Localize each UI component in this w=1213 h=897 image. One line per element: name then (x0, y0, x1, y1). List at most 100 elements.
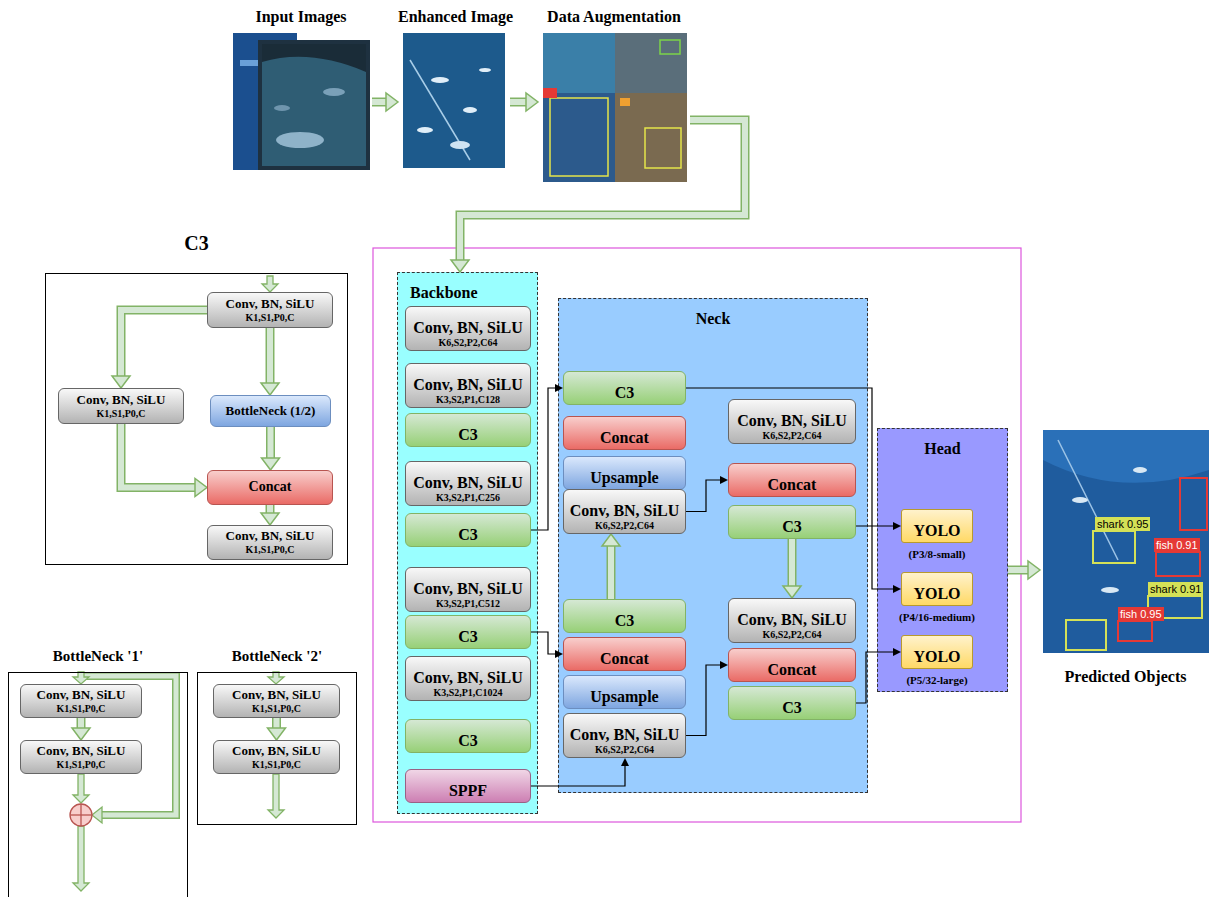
box-label: Concat (600, 639, 649, 668)
box-label: C3 (458, 415, 478, 444)
flow-arrow (72, 718, 90, 740)
module-box: C3 (563, 371, 686, 405)
box-params: K1,S1,P0,C (252, 703, 301, 715)
flow-arrow (261, 505, 279, 525)
module-box: C3 (405, 615, 531, 649)
box-label: Conv, BN, SiLU (77, 393, 166, 408)
link-arrow (531, 384, 563, 530)
module-box: C3 (728, 686, 856, 720)
box-label: YOLO (913, 511, 960, 540)
layer-box: Conv, BN, SiLUK6,S2,P2,C64 (728, 399, 856, 444)
augmented-mosaic (543, 33, 687, 182)
merge-box: Concat (207, 470, 333, 505)
box-params: K6,S2,P2,C64 (595, 520, 654, 532)
flow-arrow (510, 93, 538, 111)
box-params: K1,S1,P0,C (245, 544, 294, 556)
link-arrow (856, 522, 901, 530)
merge-box: Concat (728, 463, 856, 497)
layer-box: Conv, BN, SiLUK6,S2,P2,C64 (405, 306, 531, 351)
box-label: Conv, BN, SiLU (737, 600, 846, 629)
box-params: K6,S2,P2,C64 (762, 629, 821, 641)
box-label: Conv, BN, SiLU (232, 688, 321, 703)
box-label: C3 (458, 721, 478, 750)
box-label: Conv, BN, SiLU (570, 491, 679, 520)
box-label: Conv, BN, SiLU (413, 308, 522, 337)
stage-panel: C3ConcatUpsampleConv, BN, SiLUK6,S2,P2,C… (558, 298, 868, 793)
panel-title: Backbone (398, 273, 537, 302)
box-label: Upsample (590, 458, 658, 487)
add-junction (70, 804, 92, 826)
layer-box: Conv, BN, SiLUK3,S2,P1,C128 (405, 363, 531, 408)
flow-arrow (262, 427, 280, 470)
box-label: C3 (458, 617, 478, 646)
module-panel: Conv, BN, SiLUK1,S1,P0,CConv, BN, SiLUK1… (8, 648, 188, 897)
module-panel: Conv, BN, SiLUK1,S1,P0,CConv, BN, SiLUK1… (197, 648, 357, 825)
module-box: C3 (405, 413, 531, 447)
box-label: YOLO (913, 637, 960, 666)
resize-box: Upsample (563, 675, 686, 709)
panel-title: Predicted Objects (1040, 668, 1211, 686)
panel-title: Data Augmentation (538, 8, 690, 26)
layer-box: Conv, BN, SiLUK1,S1,P0,C (207, 292, 333, 328)
model-frame (373, 248, 1021, 822)
box-params: K1,S1,P0,C (252, 759, 301, 771)
panel-title: Neck (559, 299, 867, 328)
layer-box: Conv, BN, SiLUK6,S2,P2,C64 (728, 598, 856, 643)
box-label: Concat (768, 465, 817, 494)
box-label: Concat (600, 418, 649, 447)
box-label: Concat (768, 650, 817, 679)
module-box: BottleNeck (1/2) (210, 395, 331, 427)
module-box: C3 (405, 513, 531, 547)
module-box: C3 (405, 719, 531, 753)
flow-arrow (1008, 561, 1040, 579)
module-box: C3 (563, 599, 686, 633)
box-params: K6,S2,P2,C64 (595, 744, 654, 756)
box-label: YOLO (913, 574, 960, 603)
layer-box: Conv, BN, SiLUK1,S1,P0,C (207, 525, 333, 560)
box-params: K6,S2,P2,C64 (438, 337, 497, 349)
layer-box: Conv, BN, SiLUK1,S1,P0,C (20, 740, 142, 774)
box-label: Conv, BN, SiLU (413, 365, 522, 394)
detection-tag: shark 0.95 (1095, 517, 1150, 531)
detection-tag: fish 0.95 (1118, 607, 1164, 621)
input-photo (233, 33, 370, 170)
box-label: Conv, BN, SiLU (37, 744, 126, 759)
detection-tag: shark 0.91 (1148, 582, 1203, 596)
image-panel: Predicted Objects (1040, 428, 1211, 686)
box-label: SPPF (449, 771, 487, 800)
layer-box: Conv, BN, SiLUK3,S2,P1,C1024 (405, 656, 531, 701)
enhanced-photo (403, 33, 505, 168)
panel-title: BottleNeck '1' (8, 648, 188, 665)
flow-arrow (112, 310, 207, 388)
resize-box: Upsample (563, 456, 686, 490)
box-label: Conv, BN, SiLU (413, 658, 522, 687)
flow-arrow (602, 534, 620, 599)
flow-arrow (372, 93, 398, 111)
box-params: K1,S1,P0,C (56, 703, 105, 715)
detection-photo (1043, 430, 1209, 653)
panel-title: Input Images (230, 8, 372, 26)
layer-box: Conv, BN, SiLUK3,S2,P1,C512 (405, 567, 531, 612)
module-box: C3 (728, 505, 856, 539)
link-arrow (686, 661, 728, 736)
box-params: K6,S2,P2,C64 (762, 430, 821, 442)
merge-box: Concat (728, 648, 856, 682)
layer-box: Conv, BN, SiLUK6,S2,P2,C64 (563, 489, 686, 534)
flow-arrow (783, 539, 801, 598)
box-label: Conv, BN, SiLU (226, 297, 315, 312)
layer-box: Conv, BN, SiLUK1,S1,P0,C (20, 684, 142, 718)
stage-panel: YOLO(P3/8-small)YOLO(P4/16-medium)YOLO(P… (877, 428, 1008, 692)
box-params: K1,S1,P0,C (245, 312, 294, 324)
panel-title: C3 (45, 232, 348, 255)
image-panel: Input Images (230, 8, 372, 171)
flow-arrow (261, 328, 279, 395)
scale-caption: (P3/8-small) (909, 548, 966, 561)
box-params: K3,S2,P1,C128 (436, 394, 500, 406)
box-label: Conv, BN, SiLU (232, 744, 321, 759)
box-label: C3 (458, 515, 478, 544)
layer-box: Conv, BN, SiLUK3,S2,P1,C256 (405, 461, 531, 506)
flow-arrow (121, 424, 207, 497)
box-label: Conv, BN, SiLU (570, 715, 679, 744)
flow-arrow (268, 718, 286, 740)
